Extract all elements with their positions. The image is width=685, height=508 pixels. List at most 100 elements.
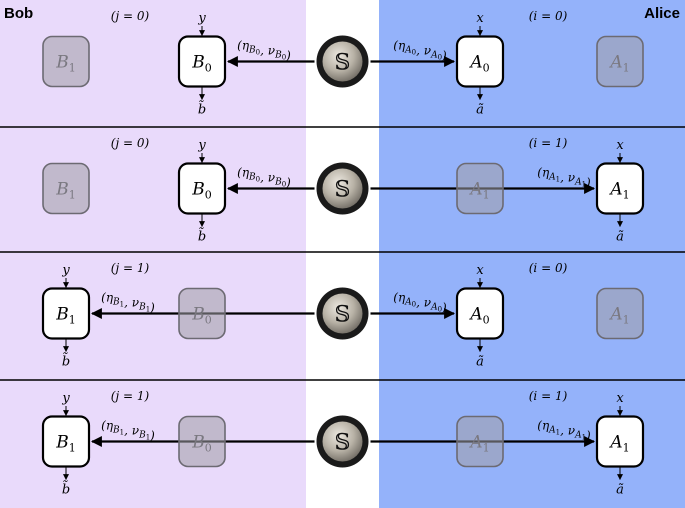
bob-inactive-box: B0 — [178, 287, 226, 340]
bob-inactive-box: B1 — [42, 162, 90, 215]
source-core — [322, 293, 363, 334]
bob-active-box-label: B0 — [191, 53, 212, 75]
alice-inactive-box: A1 — [596, 35, 644, 88]
alice-output-label: ã — [616, 230, 624, 245]
source-symbol: 𝕊 — [335, 178, 351, 203]
bob-setting-label: (j = 1) — [111, 389, 150, 403]
diagram-row: (j = 1) (i = 1) B0 A1 B1 A1 (ηB1, νB1) (ηA1, νA… — [41, 389, 645, 498]
bob-inactive-box-frame — [42, 35, 90, 88]
alice-inactive-box: A1 — [456, 162, 504, 215]
alice-inactive-box-frame — [596, 35, 644, 88]
source-symbol: 𝕊 — [335, 431, 351, 456]
alice-inactive-box: A1 — [456, 415, 504, 468]
alice-inactive-box-frame — [456, 162, 504, 215]
bob-link-label: (ηB0, νB0) — [237, 39, 291, 63]
bob-inactive-box-label: B1 — [55, 180, 76, 202]
alice-inactive-box-label: A1 — [608, 53, 629, 75]
alice-link-label: (ηA1, νA1) — [537, 419, 591, 443]
alice-inactive-box-label: A1 — [468, 433, 489, 455]
source-node: 𝕊 — [316, 35, 369, 88]
alice-setting-label: (i = 1) — [529, 136, 568, 150]
alice-active-box-label: A0 — [468, 53, 489, 75]
bob-active-box: B1 — [41, 287, 91, 340]
bob-inactive-box-frame — [178, 415, 226, 468]
alice-input-label: x — [616, 138, 624, 153]
bob-input-label: y — [61, 263, 70, 278]
alice-active-box: A0 — [455, 35, 505, 88]
bob-output-label: b̃ — [198, 101, 206, 118]
alice-active-box-label: A0 — [468, 305, 489, 327]
alice-active-box: A1 — [595, 415, 645, 468]
bob-setting-label: (j = 0) — [111, 136, 150, 150]
bob-inactive-box: B1 — [42, 35, 90, 88]
alice-active-box-label: A1 — [608, 433, 629, 455]
bob-active-box-label: B1 — [55, 433, 76, 455]
alice-input-label: x — [476, 11, 484, 26]
alice-input-label: x — [476, 263, 484, 278]
bob-setting-label: (j = 0) — [111, 9, 150, 23]
source-core — [322, 41, 363, 82]
alice-inactive-box-frame — [596, 287, 644, 340]
bob-input-label: y — [197, 11, 206, 26]
diagram-row: (j = 1) (i = 0) B0 A1 B1 A0 (ηB1, νB1) (ηA0, νA… — [41, 261, 644, 370]
source-core — [322, 421, 363, 462]
bob-active-box-frame — [41, 287, 91, 340]
bob-output-label: b̃ — [198, 228, 206, 245]
bob-output-label: b̃ — [62, 353, 70, 370]
alice-link-label: (ηA0, νA0) — [393, 291, 447, 315]
bob-active-box-frame — [41, 415, 91, 468]
bob-inactive-box-label: B0 — [191, 433, 212, 455]
bob-setting-label: (j = 1) — [111, 261, 150, 275]
alice-setting-label: (i = 0) — [529, 261, 568, 275]
bob-active-box-label: B1 — [55, 305, 76, 327]
bob-output-label: b̃ — [62, 481, 70, 498]
alice-output-label: ã — [616, 483, 624, 498]
alice-inactive-box-label: A1 — [608, 305, 629, 327]
alice-output-label: ã — [476, 103, 484, 118]
alice-inactive-box-label: A1 — [468, 180, 489, 202]
bob-link-label: (ηB1, νB1) — [101, 291, 155, 315]
bob-active-box-frame — [177, 35, 227, 88]
bob-active-box-label: B0 — [191, 180, 212, 202]
bob-link-label: (ηB0, νB0) — [237, 166, 291, 190]
alice-setting-label: (i = 0) — [529, 9, 568, 23]
bob-link-label: (ηB1, νB1) — [101, 419, 155, 443]
diagram-row: (j = 0) (i = 0) B1 A1 B0 A0 (ηB0, νB0) (ηA0, νA… — [42, 9, 644, 118]
bob-inactive-box-frame — [178, 287, 226, 340]
bob-label: Bob — [4, 5, 33, 22]
bob-input-label: y — [61, 391, 70, 406]
bob-inactive-box-label: B1 — [55, 53, 76, 75]
alice-active-box: A0 — [455, 287, 505, 340]
diagram-row: (j = 0) (i = 1) B1 A1 B0 A1 (ηB0, νB0) (ηA1, νA… — [42, 136, 645, 245]
source-core — [322, 168, 363, 209]
source-node: 𝕊 — [316, 415, 369, 468]
bob-inactive-box: B0 — [178, 415, 226, 468]
bob-inactive-box-frame — [42, 162, 90, 215]
alice-link-label: (ηA0, νA0) — [393, 39, 447, 63]
alice-active-box-frame — [455, 35, 505, 88]
alice-active-box: A1 — [595, 162, 645, 215]
source-node: 𝕊 — [316, 162, 369, 215]
alice-output-label: ã — [476, 355, 484, 370]
alice-setting-label: (i = 1) — [529, 389, 568, 403]
alice-active-box-label: A1 — [608, 180, 629, 202]
alice-active-box-frame — [455, 287, 505, 340]
alice-label: Alice — [644, 5, 680, 22]
alice-inactive-box-frame — [456, 415, 504, 468]
alice-link-label: (ηA1, νA1) — [537, 166, 591, 190]
alice-active-box-frame — [595, 415, 645, 468]
bob-active-box: B1 — [41, 415, 91, 468]
bob-inactive-box-label: B0 — [191, 305, 212, 327]
source-symbol: 𝕊 — [335, 51, 351, 76]
bob-active-box-frame — [177, 162, 227, 215]
alice-active-box-frame — [595, 162, 645, 215]
source-symbol: 𝕊 — [335, 303, 351, 328]
alice-input-label: x — [616, 391, 624, 406]
bob-active-box: B0 — [177, 162, 227, 215]
bob-input-label: y — [197, 138, 206, 153]
alice-inactive-box: A1 — [596, 287, 644, 340]
source-node: 𝕊 — [316, 287, 369, 340]
